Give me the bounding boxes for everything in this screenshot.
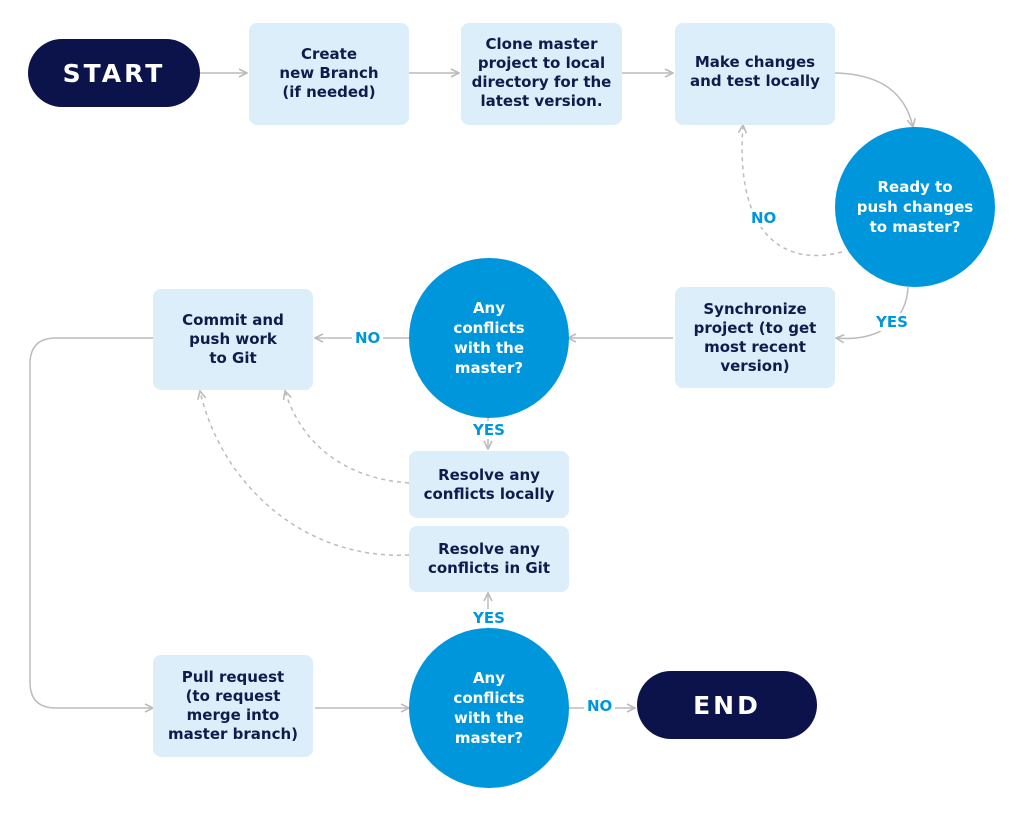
ready-line: Ready to	[877, 178, 953, 196]
make-changes-line: and test locally	[690, 72, 820, 90]
synchronize-line: most recent	[704, 337, 806, 356]
conflicts1-line: Any	[472, 299, 506, 317]
edge-resolve-git-to-commit	[200, 391, 410, 556]
create-branch-line: Create	[300, 45, 358, 63]
pull-request-line: master branch)	[167, 725, 298, 743]
synchronize-line: version)	[720, 356, 790, 375]
conflicts2-line: master?	[454, 729, 524, 747]
edge-label-conflicts2-yes: YES	[470, 609, 508, 627]
edge-ready-no-loop	[742, 125, 843, 257]
conflicts1-line: with the	[453, 339, 525, 357]
edge-label-ready-yes: YES	[873, 313, 911, 331]
conflicts2-line: Any	[472, 669, 506, 687]
resolve-git-line: Resolve any	[438, 540, 540, 558]
synchronize-line: Synchronize	[703, 299, 807, 318]
synchronize-line: project (to get	[693, 318, 817, 337]
end-terminal: END	[637, 671, 817, 739]
conflicts2-line: with the	[453, 709, 525, 727]
create-branch-line: (if needed)	[282, 83, 376, 101]
pull-request-line: (to request	[185, 687, 281, 705]
edge-label-conflicts2-no: NO	[584, 697, 616, 715]
start-terminal: START	[28, 39, 200, 107]
ready-to-push-decision: Ready to push changes to master?	[835, 127, 995, 287]
create-branch-line: new Branch	[279, 64, 379, 82]
edge-resolve-local-to-commit	[285, 391, 410, 484]
conflicts-decision-2: Any conflicts with the master?	[409, 628, 569, 788]
clone-master-line: latest version.	[480, 92, 603, 110]
edge-label-conflicts1-yes: YES	[470, 421, 508, 439]
commit-line: push work	[189, 330, 277, 348]
make-changes-line: Make changes	[694, 53, 816, 71]
pull-request-line: merge into	[186, 706, 280, 724]
resolve-local-line: Resolve any	[438, 465, 540, 484]
pull-request-line: Pull request	[181, 668, 285, 686]
conflicts1-line: master?	[454, 359, 524, 377]
clone-master-line: project to local	[477, 54, 606, 72]
conflicts2-line: conflicts	[453, 689, 525, 707]
clone-master-line: directory for the	[471, 73, 612, 91]
ready-line: to master?	[869, 218, 961, 236]
clone-master-line: Clone master	[485, 35, 598, 53]
edge-commit-to-pull	[29, 337, 153, 708]
commit-line: to Git	[209, 349, 257, 367]
resolve-local-line: conflicts locally	[423, 484, 555, 503]
edge-changes-to-ready	[834, 72, 913, 127]
conflicts1-line: conflicts	[453, 319, 525, 337]
conflicts-decision-1: Any conflicts with the master?	[409, 258, 569, 418]
resolve-git-line: conflicts in Git	[427, 559, 550, 577]
ready-line: push changes	[856, 198, 974, 216]
edge-label-ready-no: NO	[748, 209, 780, 227]
commit-line: Commit and	[182, 311, 284, 329]
edge-label-conflicts1-no: NO	[352, 329, 384, 347]
